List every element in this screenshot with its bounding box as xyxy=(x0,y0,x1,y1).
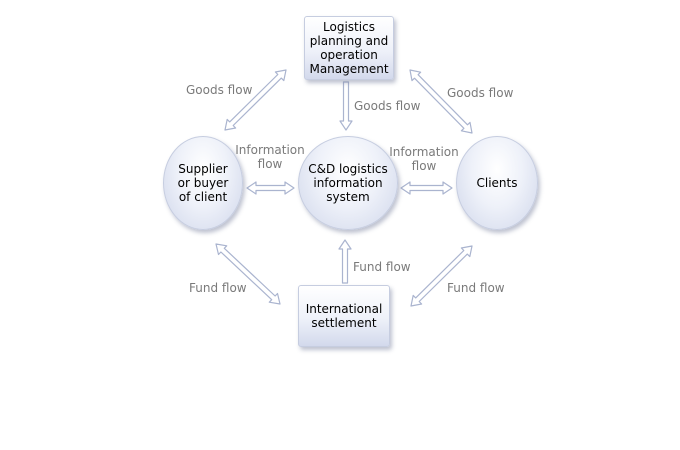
clients-circle: Clients xyxy=(456,136,538,230)
supplier-circle: Supplier or buyer of client xyxy=(163,136,243,230)
goods-flow-center-label: Goods flow xyxy=(354,99,420,113)
fund-flow-center-text: Fund flow xyxy=(353,260,411,274)
supplier-line-1: Supplier xyxy=(178,162,228,176)
goods-flow-center-text: Goods flow xyxy=(354,99,421,113)
info-flow-left-label: Information flow xyxy=(235,143,305,171)
arrow-logistics-system xyxy=(339,81,353,131)
arrow-logistics-clients xyxy=(409,69,473,134)
info-flow-right-line-2: flow xyxy=(411,159,437,173)
settlement-line-1: International xyxy=(305,302,383,316)
goods-flow-left-text: Goods flow xyxy=(186,83,253,97)
info-flow-left-line-1: Information xyxy=(235,143,305,157)
logistics-planning-line-2: planning and xyxy=(309,34,389,48)
info-flow-left-line-2: flow xyxy=(257,157,283,171)
arrow-supplier-system xyxy=(246,181,295,195)
logistics-planning-box: Logistics planning and operation Managem… xyxy=(304,16,394,80)
settlement-box: International settlement xyxy=(298,285,390,347)
goods-flow-left-label: Goods flow xyxy=(186,83,252,97)
supplier-line-3: of client xyxy=(178,190,228,204)
arrow-clients-settlement xyxy=(410,245,473,307)
goods-flow-right-text: Goods flow xyxy=(447,86,514,100)
arrow-supplier-settlement xyxy=(215,243,281,305)
fund-flow-center-label: Fund flow xyxy=(353,260,411,274)
clients-line-1: Clients xyxy=(476,176,518,190)
arrow-system-clients xyxy=(400,181,453,195)
arrow-settlement-system xyxy=(338,239,352,284)
fund-flow-right-text: Fund flow xyxy=(447,281,505,295)
info-system-line-1: C&D logistics xyxy=(308,162,388,176)
info-system-circle: C&D logistics information system xyxy=(298,136,398,230)
settlement-line-2: settlement xyxy=(311,316,377,330)
info-system-line-2: information xyxy=(313,176,383,190)
logistics-planning-line-4: Management xyxy=(309,62,389,76)
logistics-planning-line-3: operation xyxy=(320,48,378,62)
fund-flow-left-label: Fund flow xyxy=(189,281,247,295)
goods-flow-right-label: Goods flow xyxy=(447,86,513,100)
logistics-planning-line-1: Logistics xyxy=(323,20,375,34)
supplier-line-2: or buyer xyxy=(177,176,229,190)
info-system-line-3: system xyxy=(326,190,370,204)
info-flow-right-line-1: Information xyxy=(389,145,459,159)
fund-flow-right-label: Fund flow xyxy=(447,281,505,295)
fund-flow-left-text: Fund flow xyxy=(189,281,247,295)
arrow-logistics-supplier xyxy=(224,69,287,131)
info-flow-right-label: Information flow xyxy=(389,145,459,173)
